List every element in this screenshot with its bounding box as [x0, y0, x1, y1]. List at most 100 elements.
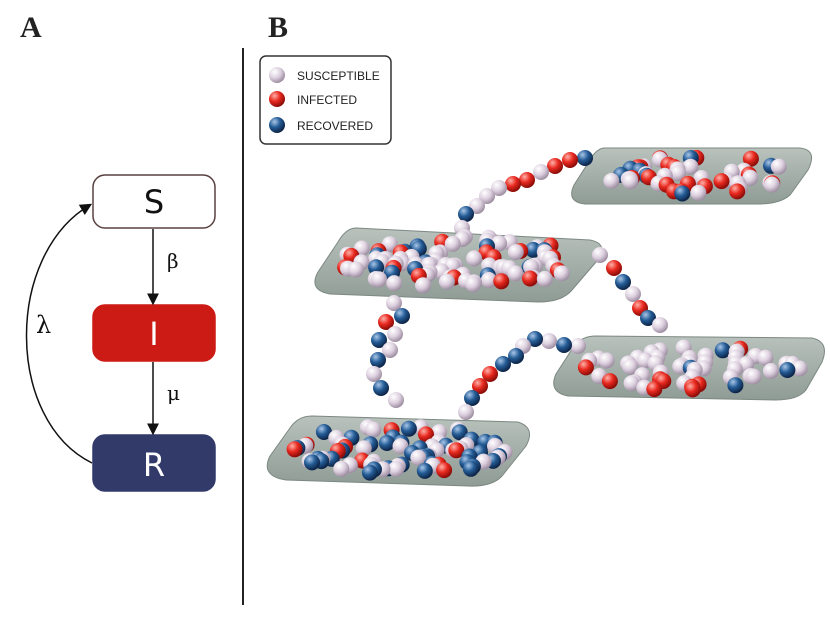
susceptible-sphere [536, 270, 553, 287]
susceptible-sphere [553, 265, 570, 282]
susceptible-sphere [603, 172, 620, 189]
panel-label-b: B [268, 11, 288, 44]
susceptible-sphere [386, 295, 402, 311]
recovered-sphere [451, 424, 468, 441]
legend-box [259, 55, 392, 145]
susceptible-sphere [745, 368, 762, 385]
recovered-sphere [378, 435, 395, 451]
susceptible-sphere [507, 265, 524, 282]
infected-sphere [378, 314, 394, 330]
susceptible-sphere [466, 250, 483, 267]
recovered-sphere [527, 331, 543, 347]
susceptible-sphere [371, 271, 388, 288]
metapopulation-network: SUSCEPTIBLE INFECTED RECOVERED [259, 55, 825, 487]
panel-label-a: A [20, 11, 42, 44]
sir-model-diagram: S I R β μ λ [25, 174, 216, 492]
rate-beta: β [167, 249, 179, 273]
recovered-sphere [370, 352, 386, 368]
infected-sphere [448, 442, 465, 459]
susceptible-sphere [592, 247, 608, 263]
susceptible-sphere [480, 272, 497, 288]
susceptible-sphere [415, 277, 431, 294]
susceptible-sphere [333, 460, 350, 477]
susceptible-sphere [444, 235, 461, 252]
legend-label-susceptible: SUSCEPTIBLE [297, 69, 380, 83]
legend-swatch-infected [269, 91, 285, 107]
infected-sphere [418, 426, 434, 443]
recovered-sphere [577, 150, 593, 166]
recovered-sphere [368, 259, 385, 276]
susceptible-sphere [623, 375, 640, 392]
recovered-sphere [495, 356, 511, 372]
susceptible-sphere [770, 158, 787, 175]
susceptible-sphere [541, 333, 557, 349]
susceptible-sphere [625, 286, 641, 302]
susceptible-sphere [690, 184, 707, 201]
recovered-sphere [508, 348, 524, 364]
susceptible-sphere [458, 404, 474, 420]
recovered-sphere [373, 380, 389, 396]
infected-sphere [606, 260, 622, 276]
susceptible-sphere [347, 261, 364, 278]
infected-sphere [729, 183, 746, 200]
recovered-sphere [315, 424, 332, 440]
infected-sphere [505, 176, 521, 192]
infected-sphere [646, 381, 663, 398]
susceptible-sphere [491, 235, 508, 252]
infected-sphere [742, 150, 759, 167]
susceptible-sphere [764, 176, 780, 193]
infected-sphere [601, 373, 618, 390]
susceptible-sphere [791, 360, 808, 377]
infected-sphere [482, 366, 498, 382]
recovered-sphere [361, 464, 378, 481]
rate-lambda: λ [36, 311, 51, 339]
state-label-s: S [144, 183, 164, 221]
susceptible-sphere [507, 244, 524, 261]
susceptible-sphere [382, 342, 398, 358]
state-box-susceptible [92, 174, 216, 229]
infected-sphere [547, 158, 563, 174]
susceptible-sphere [570, 338, 586, 354]
susceptible-sphere [533, 164, 549, 180]
legend: SUSCEPTIBLE INFECTED RECOVERED [259, 55, 392, 145]
recovered-sphere [462, 460, 479, 477]
susceptible-sphere [386, 275, 403, 292]
susceptible-sphere [670, 165, 687, 181]
infected-sphere [286, 441, 303, 458]
infected-sphere [436, 462, 453, 479]
susceptible-sphere [622, 173, 639, 190]
infected-sphere [519, 172, 535, 188]
infected-sphere [493, 273, 510, 290]
recovered-sphere [400, 420, 417, 437]
infected-sphere [472, 378, 488, 394]
susceptible-sphere [762, 363, 779, 379]
susceptible-sphere [622, 358, 639, 375]
susceptible-sphere [392, 438, 409, 455]
recovered-sphere [304, 454, 320, 471]
susceptible-sphere [491, 180, 507, 196]
susceptible-sphere [366, 366, 382, 382]
susceptible-sphere [388, 460, 405, 477]
legend-swatch-susceptible [269, 67, 285, 83]
recovered-sphere [640, 310, 656, 326]
susceptible-sphere [438, 273, 455, 290]
individuals [286, 149, 808, 481]
recovered-sphere [416, 462, 433, 479]
susceptible-sphere [410, 449, 427, 466]
recovered-sphere [615, 274, 631, 290]
recovered-sphere [556, 337, 572, 353]
recovered-sphere [714, 342, 731, 359]
legend-swatch-recovered [269, 117, 285, 133]
infected-sphere [562, 152, 578, 168]
rate-mu: μ [167, 381, 180, 405]
recovered-sphere [394, 308, 410, 324]
susceptible-sphere [387, 326, 403, 342]
legend-label-infected: INFECTED [297, 93, 357, 107]
susceptible-sphere [388, 392, 404, 408]
infected-sphere [713, 173, 730, 190]
recovered-sphere [779, 362, 796, 378]
susceptible-sphere [652, 317, 668, 333]
susceptible-sphere [598, 352, 615, 369]
susceptible-sphere [355, 440, 372, 457]
